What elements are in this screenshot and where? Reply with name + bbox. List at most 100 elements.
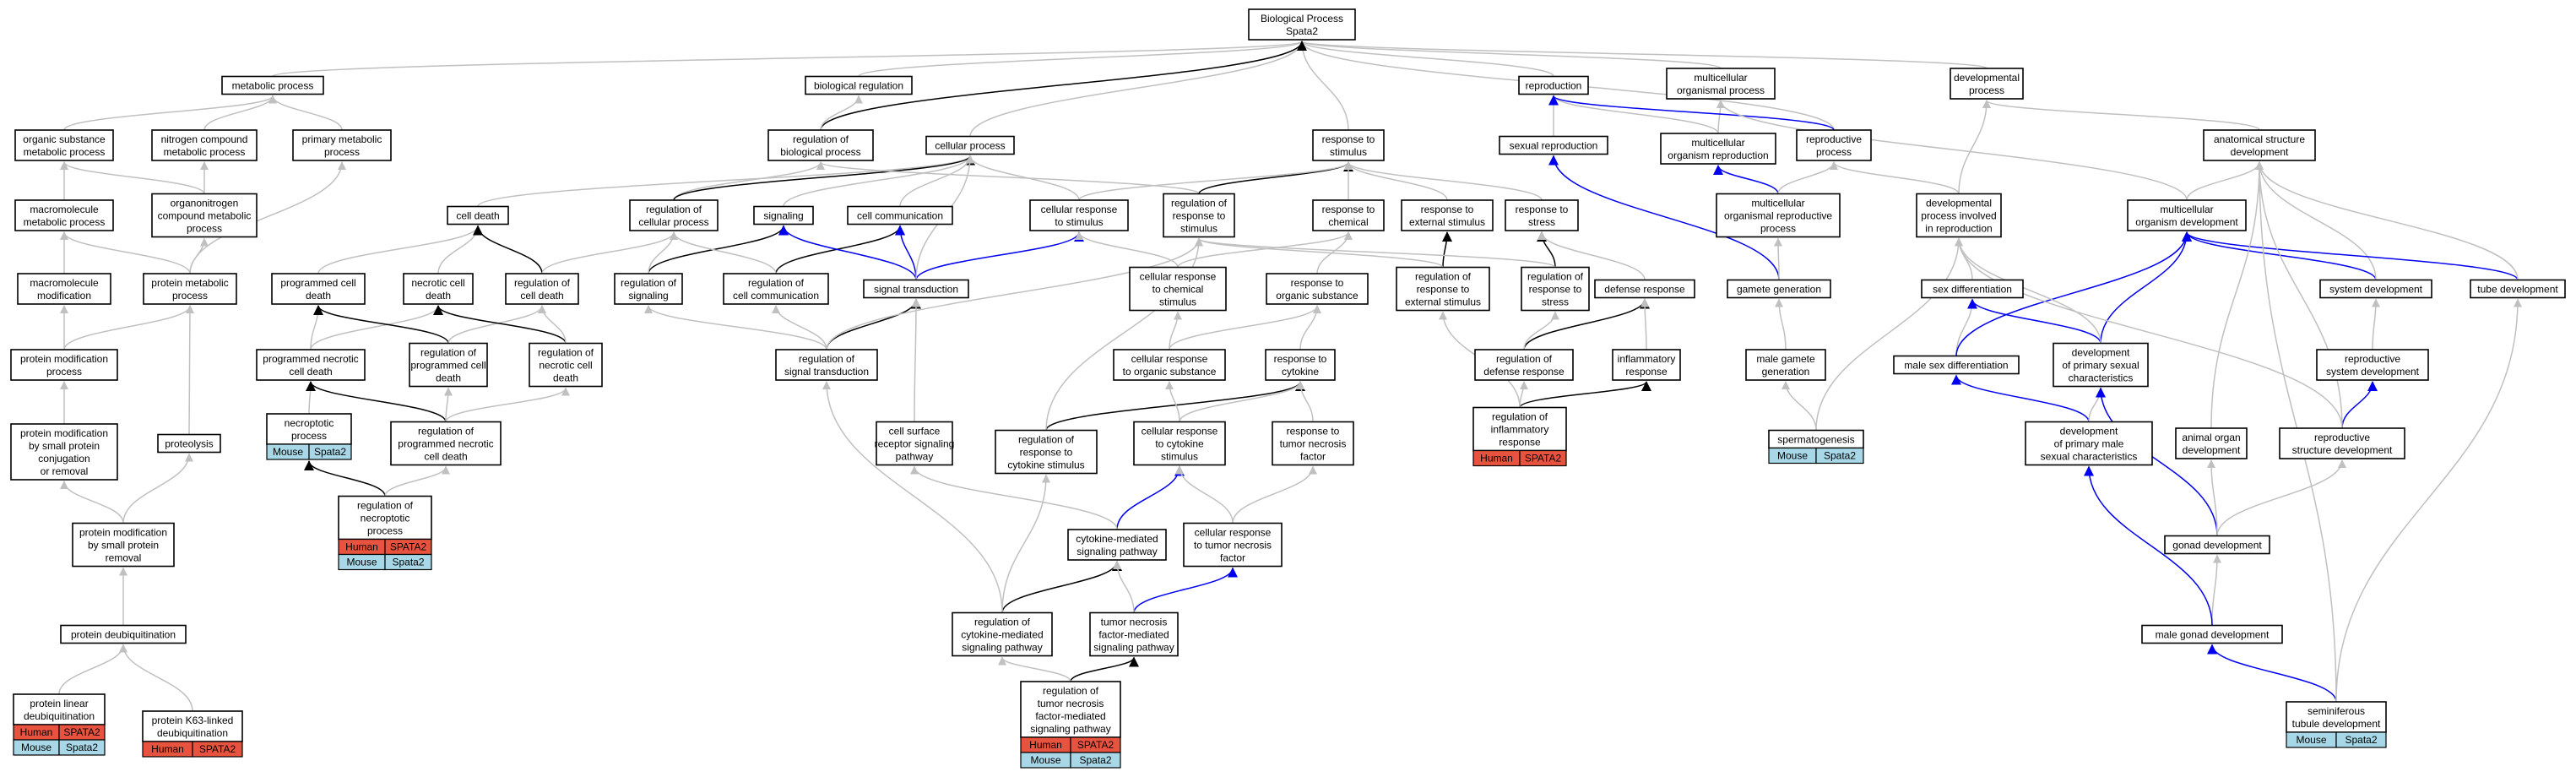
relation-edge-gray: [1344, 161, 1448, 201]
go-term-node[interactable]: reproduction: [1518, 75, 1589, 95]
go-term-node[interactable]: signaling: [753, 205, 814, 225]
go-term-node[interactable]: cell death: [447, 205, 509, 225]
relation-edge-black: [1001, 561, 1122, 613]
go-term-node[interactable]: gonad development: [2164, 535, 2270, 555]
go-term-node[interactable]: system development: [2319, 279, 2432, 299]
relation-edge-black: [1519, 381, 1651, 408]
go-term-box: [2203, 129, 2316, 161]
go-term-label: tubule development: [2292, 718, 2381, 730]
go-term-node[interactable]: biological regulation: [805, 75, 913, 95]
go-term-node[interactable]: signal transduction: [863, 279, 969, 299]
go-term-node[interactable]: metabolic process: [221, 75, 324, 95]
relation-edge-blue: [2207, 644, 2337, 703]
go-term-label: programmed necrotic: [398, 438, 493, 450]
go-term-node[interactable]: cellular process: [925, 135, 1015, 155]
go-term-node[interactable]: gamete generation: [1727, 279, 1831, 299]
go-term-node[interactable]: regulation ofcytokine-mediatedsignaling …: [952, 611, 1053, 657]
go-term-node[interactable]: sexual reproduction: [1499, 135, 1608, 155]
go-term-node[interactable]: male gonad development: [2141, 624, 2283, 644]
go-term-node[interactable]: defense response: [1594, 279, 1695, 299]
go-term-node[interactable]: sex differentiation: [1921, 279, 2024, 299]
relation-edge-black: [1070, 656, 1139, 682]
go-term-node[interactable]: male sex differentiation: [1893, 355, 2020, 375]
go-term-box: [2127, 199, 2247, 231]
go-term-label: organic substance: [23, 133, 106, 145]
go-term-node[interactable]: proteolysis: [157, 433, 221, 454]
go-term-node[interactable]: tube development: [2470, 279, 2566, 299]
go-term-box: [1594, 279, 1695, 299]
human-species-label: Human: [20, 726, 53, 738]
go-term-node[interactable]: protein deubiquitination: [60, 624, 187, 644]
relation-edge-blue: [1955, 231, 2192, 356]
go-term-node[interactable]: cell communication: [847, 205, 953, 225]
mouse-gene-label: Spata2: [1079, 754, 1111, 766]
